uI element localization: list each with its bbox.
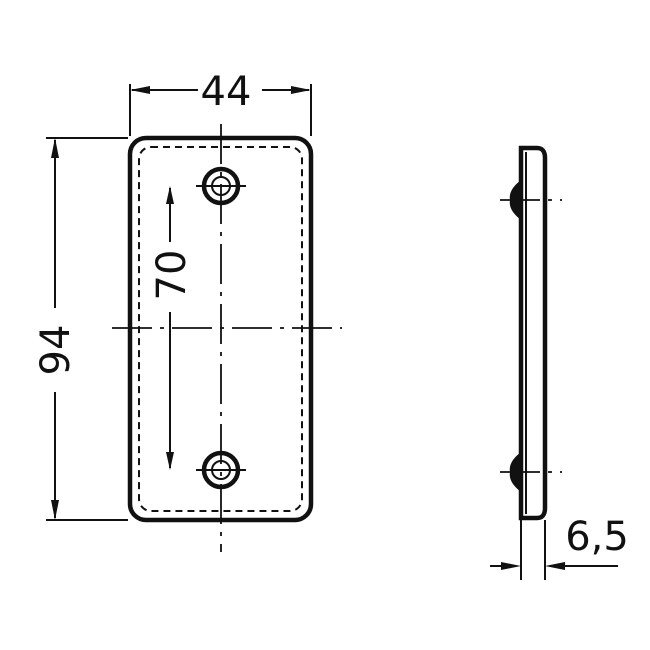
hole-spacing-dimension-label: 70 — [149, 250, 195, 301]
hole-spacing-dimension: 70 — [149, 186, 195, 470]
front-view: 44 94 70 — [33, 69, 342, 552]
side-plate-outline — [518, 145, 548, 521]
width-dimension: 44 — [129, 69, 312, 136]
width-dimension-label: 44 — [201, 69, 252, 115]
top-mounting-hole — [201, 166, 241, 206]
thickness-dimension: 6,5 — [490, 514, 629, 580]
thickness-dimension-label: 6,5 — [565, 514, 629, 560]
plate-inner-dashed-outline — [138, 146, 303, 512]
height-dimension-label: 94 — [33, 325, 79, 376]
height-dimension: 94 — [33, 137, 128, 521]
side-view: 6,5 — [490, 145, 629, 580]
bottom-mounting-hole — [201, 450, 241, 490]
